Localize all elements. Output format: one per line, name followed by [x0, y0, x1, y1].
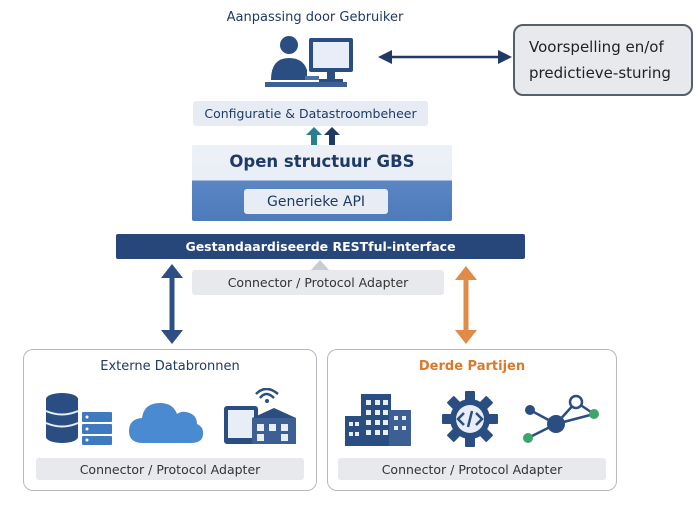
up-arrows-icon: [306, 127, 340, 145]
connector-adapter-main: Connector / Protocol Adapter: [192, 270, 444, 295]
up-triangle-icon: [311, 260, 329, 270]
user-title: Aanpassing door Gebruiker: [226, 10, 404, 25]
third-parties-title: Derde Partijen: [418, 359, 526, 374]
external-connector-adapter: Connector / Protocol Adapter: [36, 458, 304, 480]
user-at-computer-icon: [265, 36, 353, 87]
config-bar: Configuratie & Datastroombeheer: [193, 101, 428, 126]
cloud-icon: [129, 403, 204, 443]
code-gear-icon: [442, 391, 498, 447]
tablet-building-wifi-icon: [224, 388, 296, 444]
third-party-connector-adapter: Connector / Protocol Adapter: [338, 458, 606, 480]
gbs-title: Open structuur GBS: [229, 152, 415, 171]
external-sources-title: Externe Databronnen: [100, 359, 240, 374]
database-server-icon: [45, 393, 112, 445]
api-box: Generieke API: [244, 189, 388, 214]
network-nodes-icon: [523, 394, 599, 443]
buildings-icon: [345, 394, 411, 446]
bidirectional-arrow: [378, 50, 512, 64]
rest-interface-bar: Gestandaardiseerde RESTful-interface: [116, 234, 525, 259]
prediction-box: Voorspelling en/of predictieve-sturing: [513, 24, 693, 96]
vertical-arrow-left: [161, 264, 183, 344]
vertical-arrow-right: [455, 266, 477, 344]
